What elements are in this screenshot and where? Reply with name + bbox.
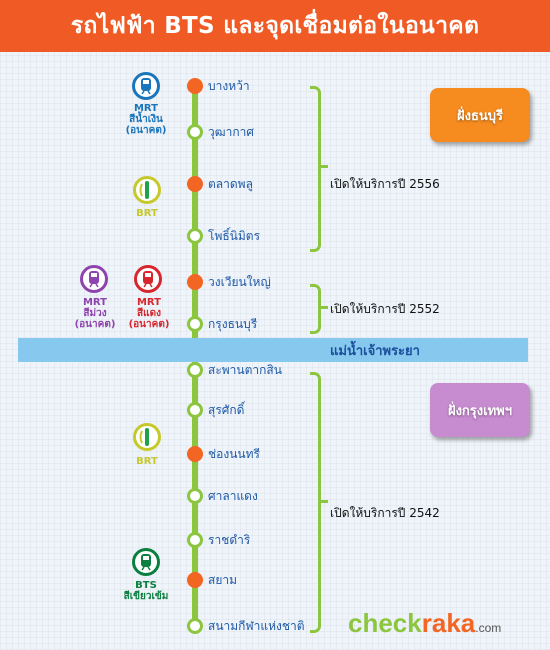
mrt-silver-line3: (อนาคต): [125, 125, 167, 136]
opening-2552: เปิดให้บริการปี 2552: [330, 302, 440, 316]
station-dot: [187, 618, 203, 634]
krungthep-label: ฝั่งกรุงเทพฯ: [447, 403, 513, 419]
station-dot: [187, 78, 203, 94]
station-dot: [187, 488, 203, 504]
mrt-purple-line1: MRT: [82, 297, 108, 308]
station-label: สยาม: [208, 573, 238, 587]
station-label: วุฒากาศ: [208, 125, 254, 139]
station-dot: [187, 274, 203, 290]
page-title: รถไฟฟ้า BTS และจุดเชื่อมต่อในอนาคต: [0, 0, 550, 52]
station-label: บางหว้า: [208, 79, 250, 93]
bracket-2556: [310, 86, 321, 252]
station-label: ราชดำริ: [208, 533, 251, 547]
logo-part2: raka: [421, 608, 476, 638]
mrt-train-icon: [132, 72, 160, 100]
station-label: สนามกีฬาแห่งชาติ: [208, 619, 305, 633]
station-label: สะพานตากสิน: [208, 363, 282, 377]
checkraka-logo: checkraka.com: [348, 608, 501, 639]
mrt-purple-line3: (อนาคต): [74, 319, 116, 330]
mrt-silver-caption: MRT สีน้ำเงิน (อนาคต): [110, 103, 182, 136]
mrt-purple-line2: สีม่วง: [83, 308, 107, 319]
station-dot: [187, 572, 203, 588]
station-dot: [187, 228, 203, 244]
station-dot: [187, 446, 203, 462]
station-label: สุรศักดิ์: [208, 403, 245, 417]
opening-2542: เปิดให้บริการปี 2542: [330, 506, 440, 520]
station-label: วงเวียนใหญ่: [208, 275, 271, 289]
brt-caption-1: BRT: [136, 208, 158, 219]
station-dot: [187, 402, 203, 418]
mrt-purple-train-icon: [80, 265, 108, 293]
bracket-2542-notch: [318, 500, 328, 503]
river-band: แม่น้ำเจ้าพระยา: [18, 338, 528, 362]
bracket-2556-notch: [318, 165, 328, 168]
logo-part1: check: [348, 608, 422, 638]
station-label: โพธิ์นิมิตร: [208, 229, 261, 243]
mrt-red-line2: สีแดง: [137, 308, 161, 319]
mrt-purple-caption: MRT สีม่วง (อนาคต): [60, 297, 130, 330]
mrt-red-train-icon: [134, 265, 162, 293]
station-label: ตลาดพลู: [208, 177, 253, 191]
station-dot: [187, 362, 203, 378]
mrt-silver-line1: MRT: [133, 103, 159, 114]
brt-icon: [133, 176, 161, 204]
brt-icon-2: [133, 423, 161, 451]
krungthep-side-box: ฝั่งกรุงเทพฯ: [430, 383, 530, 437]
station-dot: [187, 124, 203, 140]
bracket-2552-notch: [318, 306, 328, 309]
opening-2556: เปิดให้บริการปี 2556: [330, 177, 440, 191]
thonburi-side-box: ฝั่งธนบุรี: [430, 88, 530, 142]
bts-green-line1: BTS: [135, 580, 157, 591]
mrt-red-caption: MRT สีแดง (อนาคต): [114, 297, 184, 330]
station-dot: [187, 316, 203, 332]
brt-caption-2: BRT: [136, 456, 158, 467]
mrt-red-line1: MRT: [136, 297, 162, 308]
bts-green-line2: สีเขียวเข้ม: [123, 591, 169, 602]
station-dot: [187, 532, 203, 548]
station-label: ศาลาแดง: [208, 489, 258, 503]
station-dot: [187, 176, 203, 192]
bracket-2552: [310, 284, 321, 334]
bts-train-icon: [132, 548, 160, 576]
mrt-silver-line2: สีน้ำเงิน: [129, 114, 163, 125]
station-label: ช่องนนทรี: [208, 447, 260, 461]
river-label: แม่น้ำเจ้าพระยา: [330, 343, 420, 359]
station-label: กรุงธนบุรี: [208, 317, 258, 331]
mrt-red-line3: (อนาคต): [128, 319, 170, 330]
bts-green-caption: BTS สีเขียวเข้ม: [106, 580, 186, 602]
thonburi-label: ฝั่งธนบุรี: [456, 108, 504, 124]
logo-domain: .com: [475, 621, 502, 635]
